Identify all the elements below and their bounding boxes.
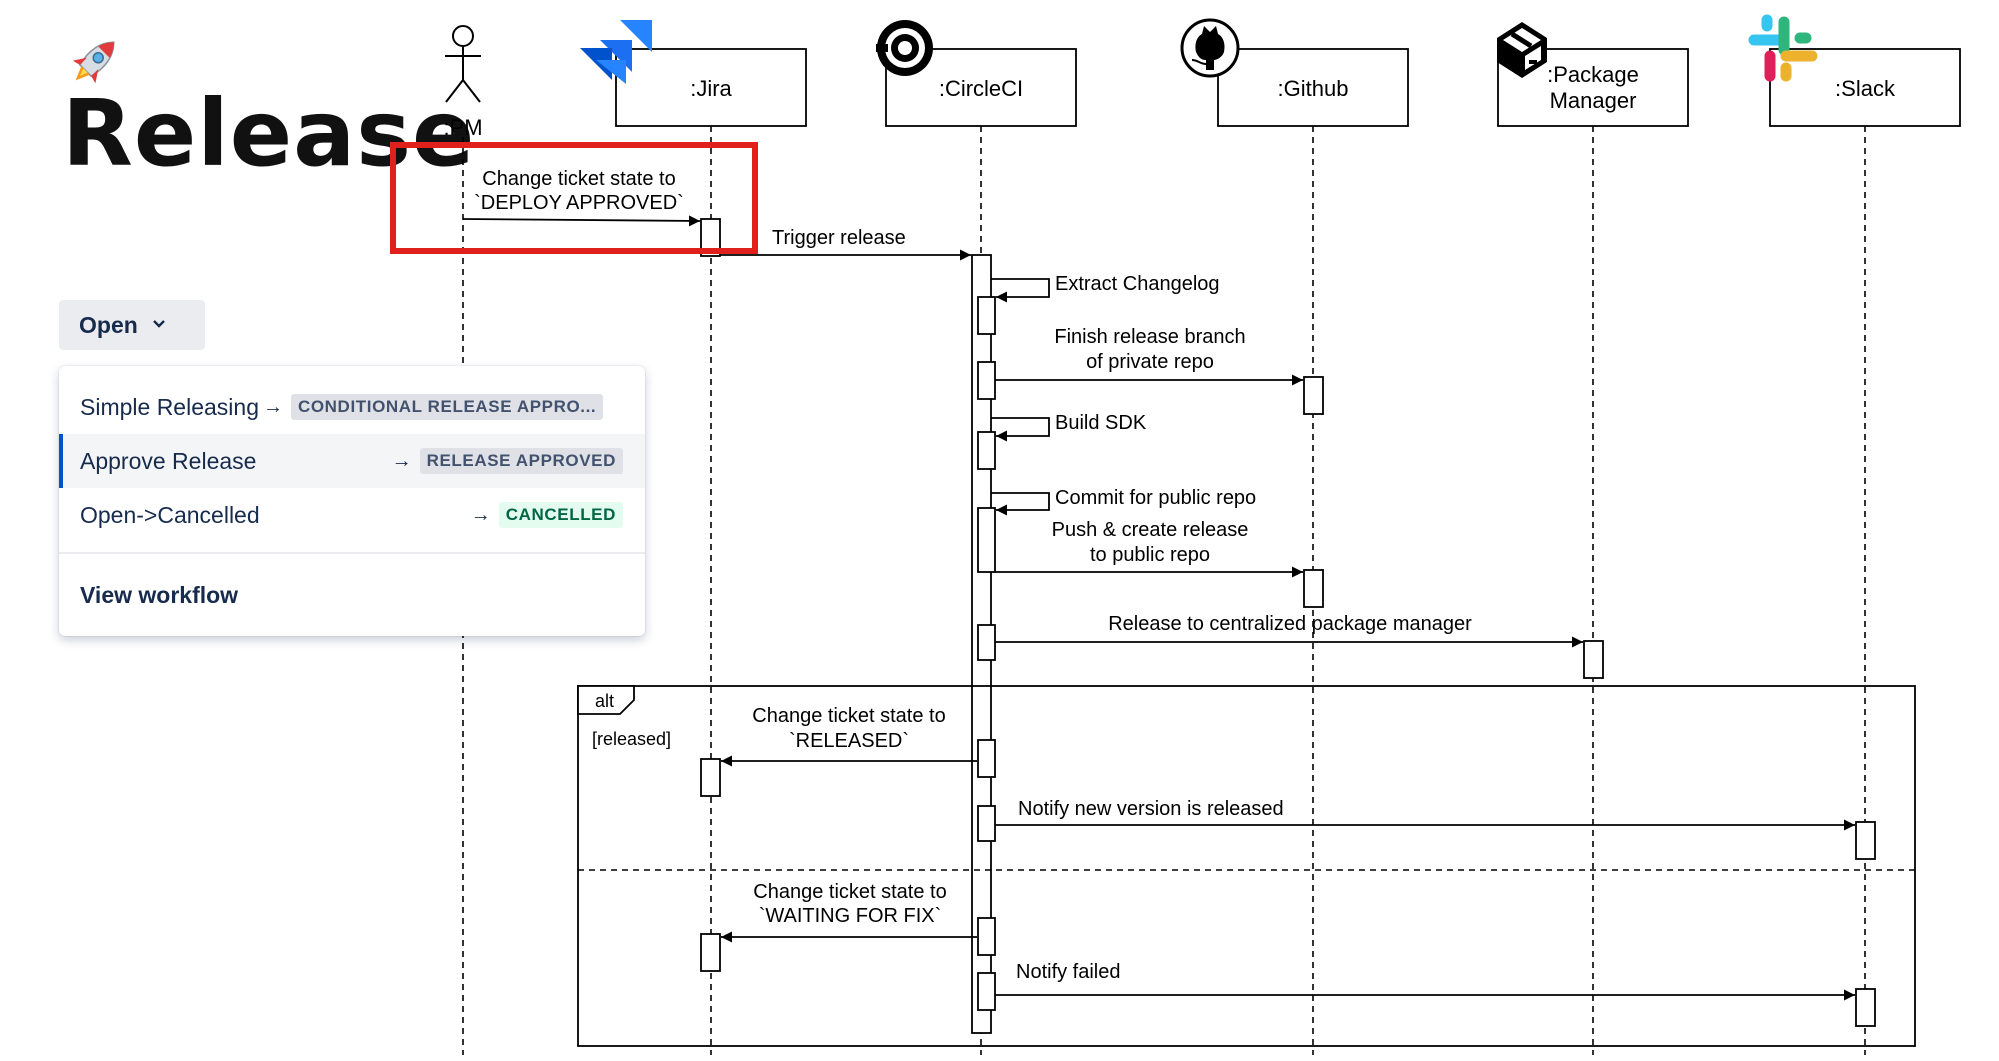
participant-label-circleci: :CircleCI bbox=[939, 76, 1023, 101]
message-change-deploy-line1: Change ticket state to bbox=[482, 168, 675, 190]
activation-slack-released bbox=[1855, 821, 1876, 860]
participant-label-slack: :Slack bbox=[1835, 76, 1896, 101]
participant-label-package-line2: Manager bbox=[1550, 88, 1637, 113]
activation-circleci-release bbox=[977, 624, 996, 661]
message-notify-released: Notify new version is released bbox=[1018, 798, 1284, 820]
menu-item-label: Simple Releasing bbox=[80, 393, 259, 420]
menu-item-label: Approve Release bbox=[80, 447, 257, 474]
activation-circleci-commit bbox=[977, 507, 996, 573]
activation-circleci-extract bbox=[977, 296, 996, 335]
activation-jira-released bbox=[700, 758, 721, 797]
view-workflow-link[interactable]: View workflow bbox=[80, 582, 239, 608]
activation-circleci-released bbox=[977, 739, 996, 778]
arrow-build-sdk bbox=[991, 417, 1050, 442]
arrow-right-icon: → bbox=[470, 503, 491, 526]
arrow-right-icon: → bbox=[262, 395, 283, 418]
message-trigger-release: Trigger release bbox=[772, 227, 906, 249]
activation-circleci-waiting bbox=[977, 917, 996, 956]
menu-divider bbox=[59, 552, 645, 554]
message-release-package: Release to centralized package manager bbox=[1108, 613, 1472, 635]
package-icon bbox=[1497, 22, 1547, 78]
activation-github-2 bbox=[1303, 569, 1324, 608]
participant-box-jira bbox=[615, 48, 807, 127]
jira-icon bbox=[580, 20, 652, 84]
activation-jira-waiting bbox=[700, 933, 721, 972]
message-commit-public: Commit for public repo bbox=[1055, 487, 1256, 509]
activation-package-manager bbox=[1583, 640, 1604, 679]
activation-slack-failed bbox=[1855, 988, 1876, 1027]
menu-item-simple-releasing[interactable]: Simple Releasing → CONDITIONAL RELEASE A… bbox=[59, 380, 645, 434]
status-button-label: Open bbox=[79, 311, 138, 338]
participant-label-jira: :Jira bbox=[690, 76, 732, 101]
alt-frame-label: alt bbox=[595, 691, 614, 711]
participant-box-github bbox=[1217, 48, 1409, 127]
status-dropdown-button[interactable]: Open bbox=[59, 300, 205, 350]
activation-github-1 bbox=[1303, 376, 1324, 415]
message-finish-line2: of private repo bbox=[1086, 351, 1214, 373]
arrow-change-deploy bbox=[462, 215, 701, 227]
activation-circleci-finish bbox=[977, 361, 996, 400]
circleci-icon bbox=[876, 20, 933, 76]
message-change-released-line1: Change ticket state to bbox=[752, 705, 945, 727]
page-title: Release bbox=[62, 80, 476, 187]
message-push-line2: to public repo bbox=[1090, 544, 1210, 566]
participant-label-pm: :PM bbox=[443, 115, 482, 140]
slack-icon bbox=[1748, 14, 1818, 82]
stick-figure-icon bbox=[445, 25, 481, 103]
participant-label-github: :Github bbox=[1278, 76, 1349, 101]
arrow-commit-public bbox=[991, 492, 1050, 516]
message-notify-failed: Notify failed bbox=[1016, 961, 1121, 983]
arrow-extract-changelog bbox=[991, 278, 1050, 303]
message-finish-line1: Finish release branch bbox=[1054, 326, 1245, 348]
message-build-sdk: Build SDK bbox=[1055, 412, 1147, 434]
activation-circleci-notify bbox=[977, 805, 996, 842]
message-change-released-line2: `RELEASED` bbox=[789, 730, 909, 752]
activation-circleci-build bbox=[977, 431, 996, 470]
transitions-menu: Simple Releasing → CONDITIONAL RELEASE A… bbox=[59, 366, 645, 636]
github-icon bbox=[1180, 18, 1240, 78]
alt-frame-guard: [released] bbox=[592, 729, 671, 749]
message-change-waiting-line2: `WAITING FOR FIX` bbox=[759, 905, 942, 927]
message-change-waiting-line1: Change ticket state to bbox=[753, 881, 946, 903]
status-lozenge: CANCELLED bbox=[498, 502, 623, 528]
participant-box-slack bbox=[1769, 48, 1961, 127]
rocket-icon bbox=[72, 41, 115, 84]
message-extract-changelog: Extract Changelog bbox=[1055, 273, 1220, 295]
participant-label-package-line1: :Package bbox=[1547, 62, 1639, 87]
highlight-box bbox=[390, 142, 758, 254]
alt-frame bbox=[577, 685, 1916, 1047]
menu-item-label: Open->Cancelled bbox=[80, 501, 260, 528]
menu-item-open-cancelled[interactable]: Open->Cancelled → CANCELLED bbox=[59, 488, 645, 542]
menu-item-approve-release[interactable]: Approve Release → RELEASE APPROVED bbox=[59, 434, 645, 488]
status-lozenge: CONDITIONAL RELEASE APPRO... bbox=[290, 394, 604, 420]
message-change-deploy-line2: `DEPLOY APPROVED` bbox=[474, 192, 684, 214]
chevron-down-icon bbox=[152, 316, 166, 334]
arrow-right-icon: → bbox=[391, 449, 412, 472]
status-lozenge: RELEASE APPROVED bbox=[419, 448, 623, 474]
message-push-line1: Push & create release bbox=[1052, 519, 1249, 541]
activation-circleci-failed bbox=[977, 972, 996, 1011]
activation-jira-1 bbox=[700, 218, 721, 257]
